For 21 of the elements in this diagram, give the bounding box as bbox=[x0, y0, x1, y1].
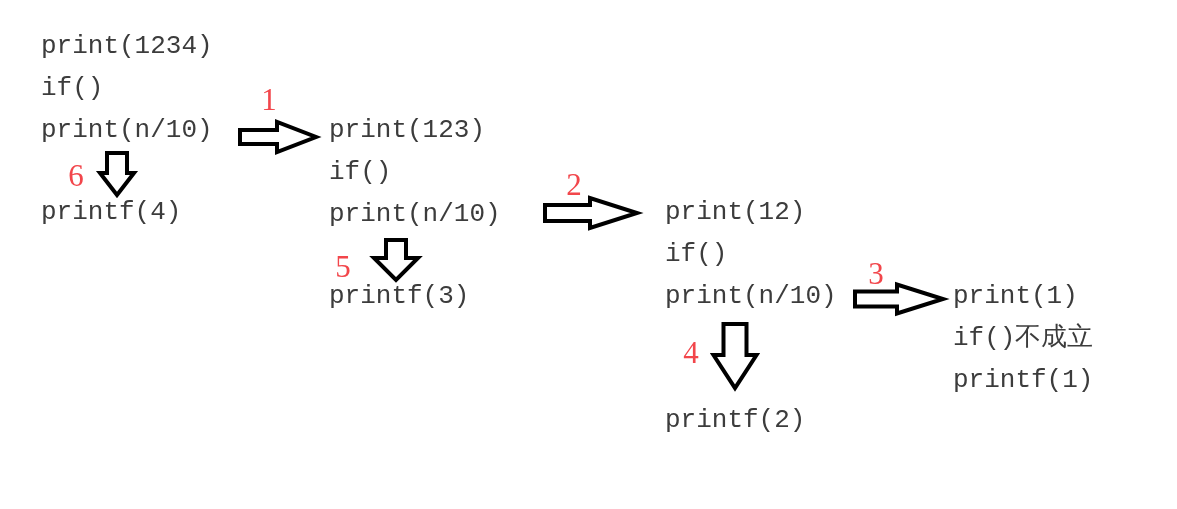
code-line: print(1) bbox=[953, 281, 1078, 311]
code-line: printf(4) bbox=[41, 197, 182, 227]
block-arrow bbox=[709, 322, 761, 392]
code-line: print(123) bbox=[329, 115, 486, 145]
block-arrow bbox=[369, 238, 423, 283]
block-arrow bbox=[238, 119, 322, 155]
code-line: if() bbox=[665, 239, 728, 269]
code-line: printf(3) bbox=[329, 281, 470, 311]
code-line: print(n/10) bbox=[665, 281, 837, 311]
block-arrow bbox=[95, 151, 139, 199]
block-arrow bbox=[543, 195, 644, 231]
code-line: print(12) bbox=[665, 197, 806, 227]
block-arrow bbox=[853, 281, 950, 317]
code-line: if()不成立 bbox=[953, 323, 1094, 353]
code-line: print(n/10) bbox=[41, 115, 213, 145]
code-line: if() bbox=[329, 157, 392, 187]
code-line: print(1234) bbox=[41, 31, 213, 61]
code-line: printf(2) bbox=[665, 405, 806, 435]
code-line: printf(1) bbox=[953, 365, 1094, 395]
code-line: if() bbox=[41, 73, 104, 103]
code-line: print(n/10) bbox=[329, 199, 501, 229]
